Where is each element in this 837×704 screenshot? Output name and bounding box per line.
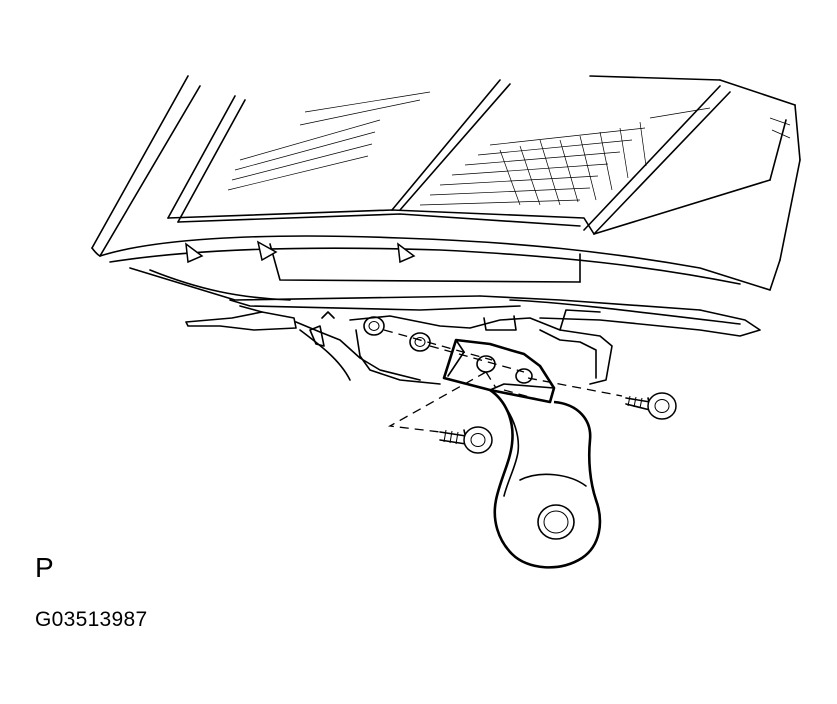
view-label: P	[35, 552, 54, 583]
screw-left	[439, 426, 493, 454]
locating-tab-3	[397, 242, 416, 264]
bracket-hole-2	[515, 368, 533, 384]
lens-ribs-left	[227, 91, 431, 191]
locating-tab-1	[185, 242, 204, 264]
locating-tab-2	[256, 240, 278, 262]
figure-code: G03513987	[35, 608, 148, 631]
headlamp-housing	[91, 75, 801, 291]
headlamp-lower-body	[99, 235, 771, 385]
screw-right	[625, 392, 677, 420]
housing-bolt-hole-1	[363, 316, 385, 336]
headlamp-bracket	[442, 338, 602, 569]
housing-bolt-hole-2	[409, 332, 431, 352]
lens-texture-right	[419, 107, 791, 206]
bracket-lower-eye-hole	[537, 504, 575, 540]
alignment-dashed-lines	[383, 329, 623, 433]
